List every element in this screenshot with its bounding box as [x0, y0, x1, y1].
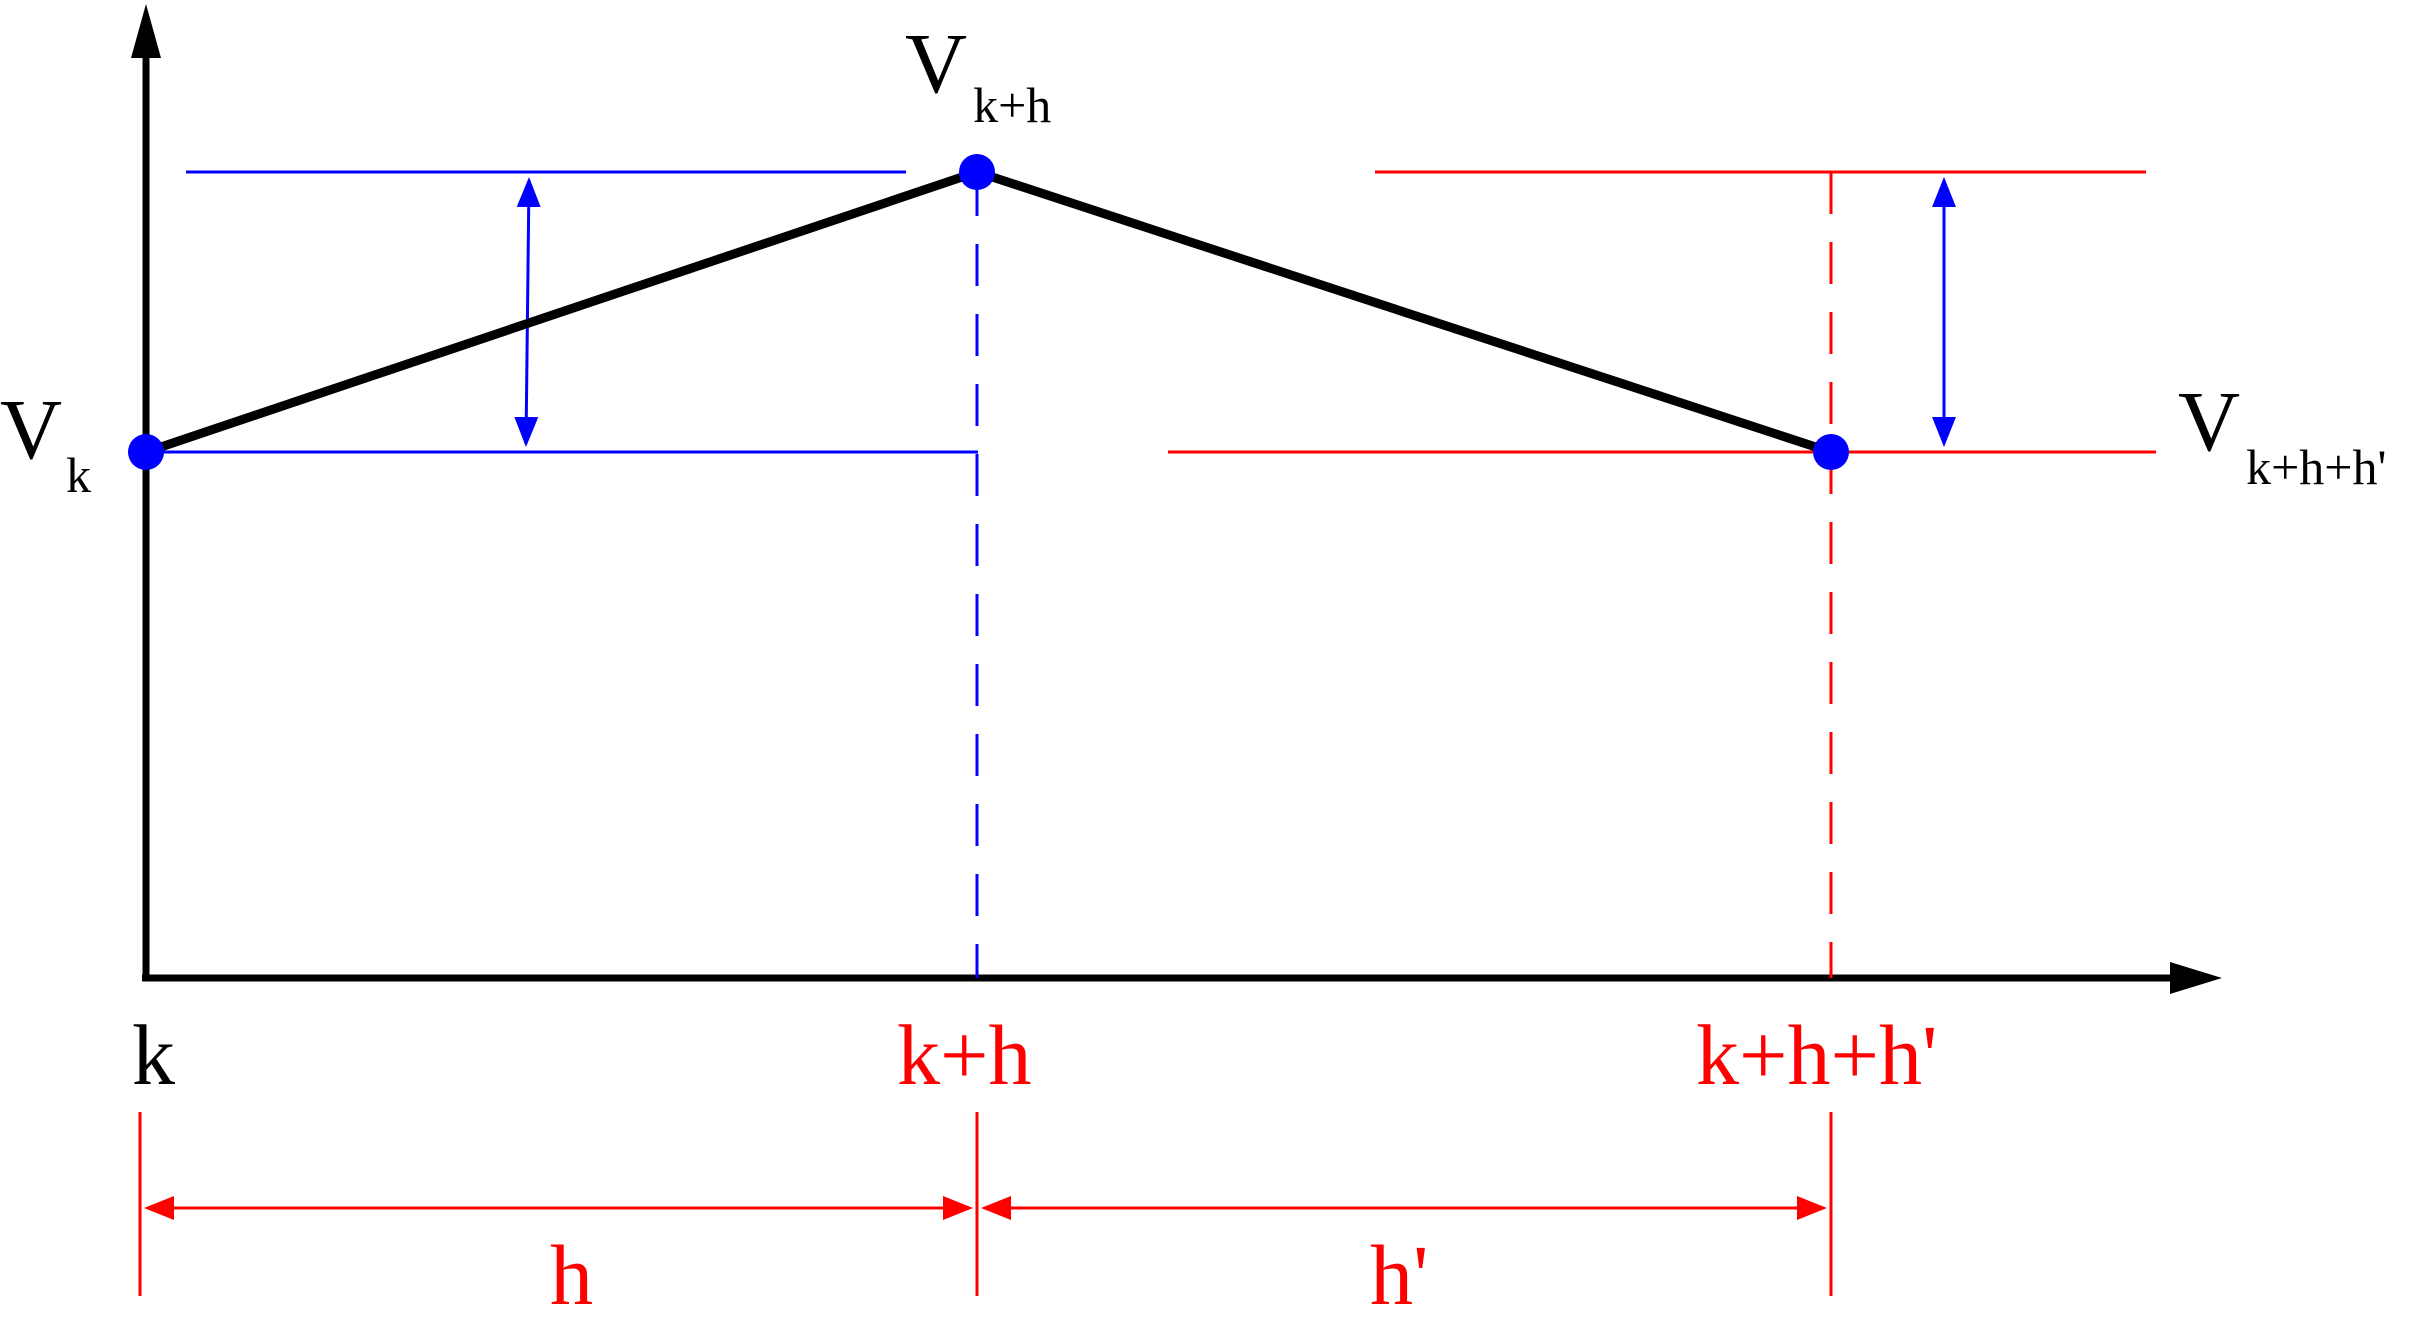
- label-vk-main: V: [0, 381, 62, 477]
- interval-h-prime-label: h': [1370, 1227, 1429, 1323]
- tick-k-plus-h-plus-h-prime: k+h+h': [1696, 1007, 1938, 1103]
- label-vkhh-main: V: [2178, 373, 2240, 469]
- y-axis-arrowhead: [131, 4, 161, 58]
- label-vkh-sub: k+h: [973, 77, 1051, 133]
- point-vkhh: [1813, 434, 1849, 470]
- value-polyline: [144, 167, 1833, 457]
- tick-k-plus-h: k+h: [897, 1007, 1032, 1103]
- label-vk-sub: k: [66, 447, 91, 503]
- label-vkhh-sub: k+h+h': [2246, 439, 2386, 495]
- point-vkh: [959, 154, 995, 190]
- x-axis-arrowhead: [2170, 962, 2222, 994]
- interval-h-label: h: [550, 1227, 593, 1323]
- tick-k: k: [132, 1007, 175, 1103]
- point-vk: [128, 434, 164, 470]
- blue-left-double-arrow: [514, 177, 541, 447]
- label-vkh-main: V: [905, 15, 967, 111]
- label-vk: Vk: [0, 381, 91, 503]
